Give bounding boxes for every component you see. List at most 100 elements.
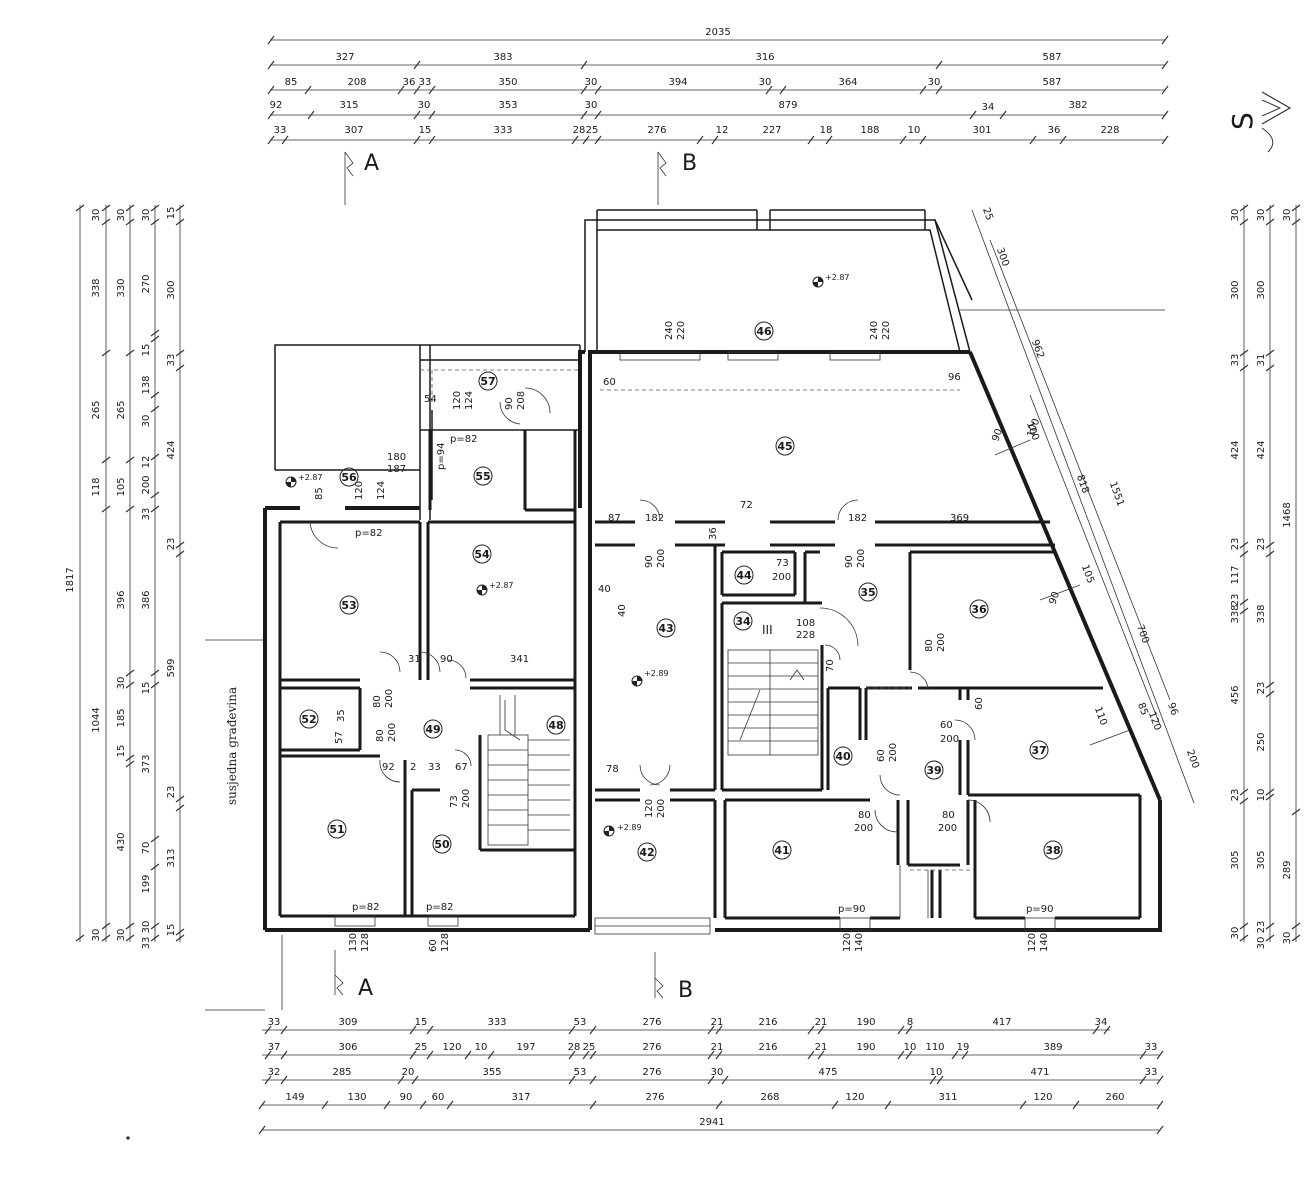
dim-label: 33 bbox=[1230, 354, 1241, 367]
dim-label: 124 bbox=[376, 481, 387, 500]
room-36-number: 36 bbox=[971, 603, 987, 616]
room-52-tag: 52 bbox=[299, 709, 319, 729]
dim-label: 21 bbox=[711, 1042, 724, 1053]
dim-label: 20 bbox=[402, 1067, 415, 1078]
dim-label: p=82 bbox=[355, 528, 382, 539]
dim-label: 270 bbox=[141, 274, 152, 293]
dim-label: 21 bbox=[815, 1017, 828, 1028]
dim-label: 33 bbox=[428, 762, 441, 773]
windows bbox=[334, 351, 1131, 935]
dim-label: 92 bbox=[382, 762, 395, 773]
dim-label: 85 bbox=[285, 77, 298, 88]
dim-label: 200 bbox=[461, 789, 472, 808]
dim-label: 300 bbox=[1256, 280, 1267, 299]
dim-label: 105 bbox=[116, 477, 127, 496]
dim-label: 228 bbox=[796, 630, 815, 641]
dim-label: 208 bbox=[516, 391, 527, 410]
interior-walls bbox=[278, 430, 1142, 920]
dim-label: 200 bbox=[387, 723, 398, 742]
level-marker-icon bbox=[476, 584, 488, 596]
room-49-number: 49 bbox=[425, 723, 440, 736]
dim-label: 30 bbox=[418, 100, 431, 111]
dim-label: 315 bbox=[339, 100, 358, 111]
dim-label: 333 bbox=[493, 125, 512, 136]
dim-label: 60 bbox=[432, 1092, 445, 1103]
dim-label: 190 bbox=[856, 1017, 875, 1028]
dim-label: 276 bbox=[645, 1092, 664, 1103]
room-43-number: 43 bbox=[658, 622, 673, 635]
room-39-tag: 39 bbox=[924, 760, 944, 780]
dim-label: 30 bbox=[116, 677, 127, 690]
dim-label: 200 bbox=[856, 549, 867, 568]
dim-label: 140 bbox=[854, 933, 865, 952]
dim-label: 599 bbox=[166, 658, 177, 677]
dim-label: 120 bbox=[845, 1092, 864, 1103]
dim-label: 250 bbox=[1256, 732, 1267, 751]
dim-label: 96 bbox=[1165, 701, 1180, 717]
stair-left bbox=[487, 695, 570, 846]
dim-label: 23 bbox=[1256, 538, 1267, 551]
exterior-walls bbox=[263, 350, 1162, 932]
dim-label: 10 bbox=[475, 1042, 488, 1053]
dim-label: 23 bbox=[1230, 594, 1241, 607]
dim-label: 36 bbox=[708, 527, 719, 540]
dim-label: 85 bbox=[1135, 701, 1150, 717]
dim-label: 268 bbox=[760, 1092, 779, 1103]
dim-label: 587 bbox=[1042, 77, 1061, 88]
dim-label: 30 bbox=[1256, 209, 1267, 222]
room-43-tag: 43 bbox=[656, 618, 676, 638]
dim-label: p=82 bbox=[450, 434, 477, 445]
section-a-top-label: A bbox=[364, 151, 379, 176]
dim-label: 260 bbox=[1105, 1092, 1124, 1103]
room-38-number: 38 bbox=[1045, 844, 1060, 857]
dim-label: 73 bbox=[449, 795, 460, 808]
dim-label: 396 bbox=[116, 590, 127, 609]
dim-label: 23 bbox=[1256, 921, 1267, 934]
dim-label: 87 bbox=[608, 513, 621, 524]
dim-label: 33 bbox=[141, 508, 152, 521]
dim-label: 15 bbox=[166, 924, 177, 937]
dim-label: 364 bbox=[838, 77, 857, 88]
dim-label: 30 bbox=[759, 77, 772, 88]
dim-label: 8 bbox=[907, 1017, 913, 1028]
dashed-lines bbox=[420, 369, 970, 871]
dim-label: 208 bbox=[347, 77, 366, 88]
dim-label: 31 bbox=[408, 654, 421, 665]
room-46-tag: 46 bbox=[754, 321, 774, 341]
dim-label: 23 bbox=[166, 786, 177, 799]
dim-label: 188 bbox=[860, 125, 879, 136]
dim-label: 311 bbox=[938, 1092, 957, 1103]
dim-label: 200 bbox=[938, 823, 957, 834]
room-46-number: 46 bbox=[756, 325, 772, 338]
room-53-number: 53 bbox=[341, 599, 356, 612]
dim-label: 307 bbox=[344, 125, 363, 136]
dim-label: 19 bbox=[957, 1042, 970, 1053]
dim-label: 276 bbox=[642, 1067, 661, 1078]
dim-label: 228 bbox=[1100, 125, 1119, 136]
dim-label: 330 bbox=[116, 278, 127, 297]
dim-label: 34 bbox=[1095, 1017, 1108, 1028]
dim-label: 80 bbox=[942, 810, 955, 821]
dim-label: 53 bbox=[574, 1017, 587, 1028]
room-36-tag: 36 bbox=[969, 599, 989, 619]
room-38-tag: 38 bbox=[1043, 840, 1063, 860]
dim-label: 30 bbox=[141, 415, 152, 428]
dim-label: 200 bbox=[772, 572, 791, 583]
dim-label: 341 bbox=[510, 654, 529, 665]
dim-label: 31 bbox=[1256, 354, 1267, 367]
dim-label: 30 bbox=[585, 77, 598, 88]
dim-label: 240 bbox=[664, 321, 675, 340]
room-44-number: 44 bbox=[736, 569, 752, 582]
dim-label: 15 bbox=[141, 682, 152, 695]
dim-label: 149 bbox=[285, 1092, 304, 1103]
room-48-number: 48 bbox=[548, 719, 563, 732]
dim-label: 90 bbox=[644, 555, 655, 568]
room-45-number: 45 bbox=[777, 440, 792, 453]
dim-label: 417 bbox=[992, 1017, 1011, 1028]
terrace-outline bbox=[584, 209, 973, 353]
dim-label: 424 bbox=[1230, 440, 1241, 459]
dim-label: 33 bbox=[1145, 1067, 1158, 1078]
room-numbers: 57 56 55 54 53 52 49 48 51 50 46 45 44 4… bbox=[299, 321, 1063, 862]
room-55-number: 55 bbox=[475, 470, 490, 483]
